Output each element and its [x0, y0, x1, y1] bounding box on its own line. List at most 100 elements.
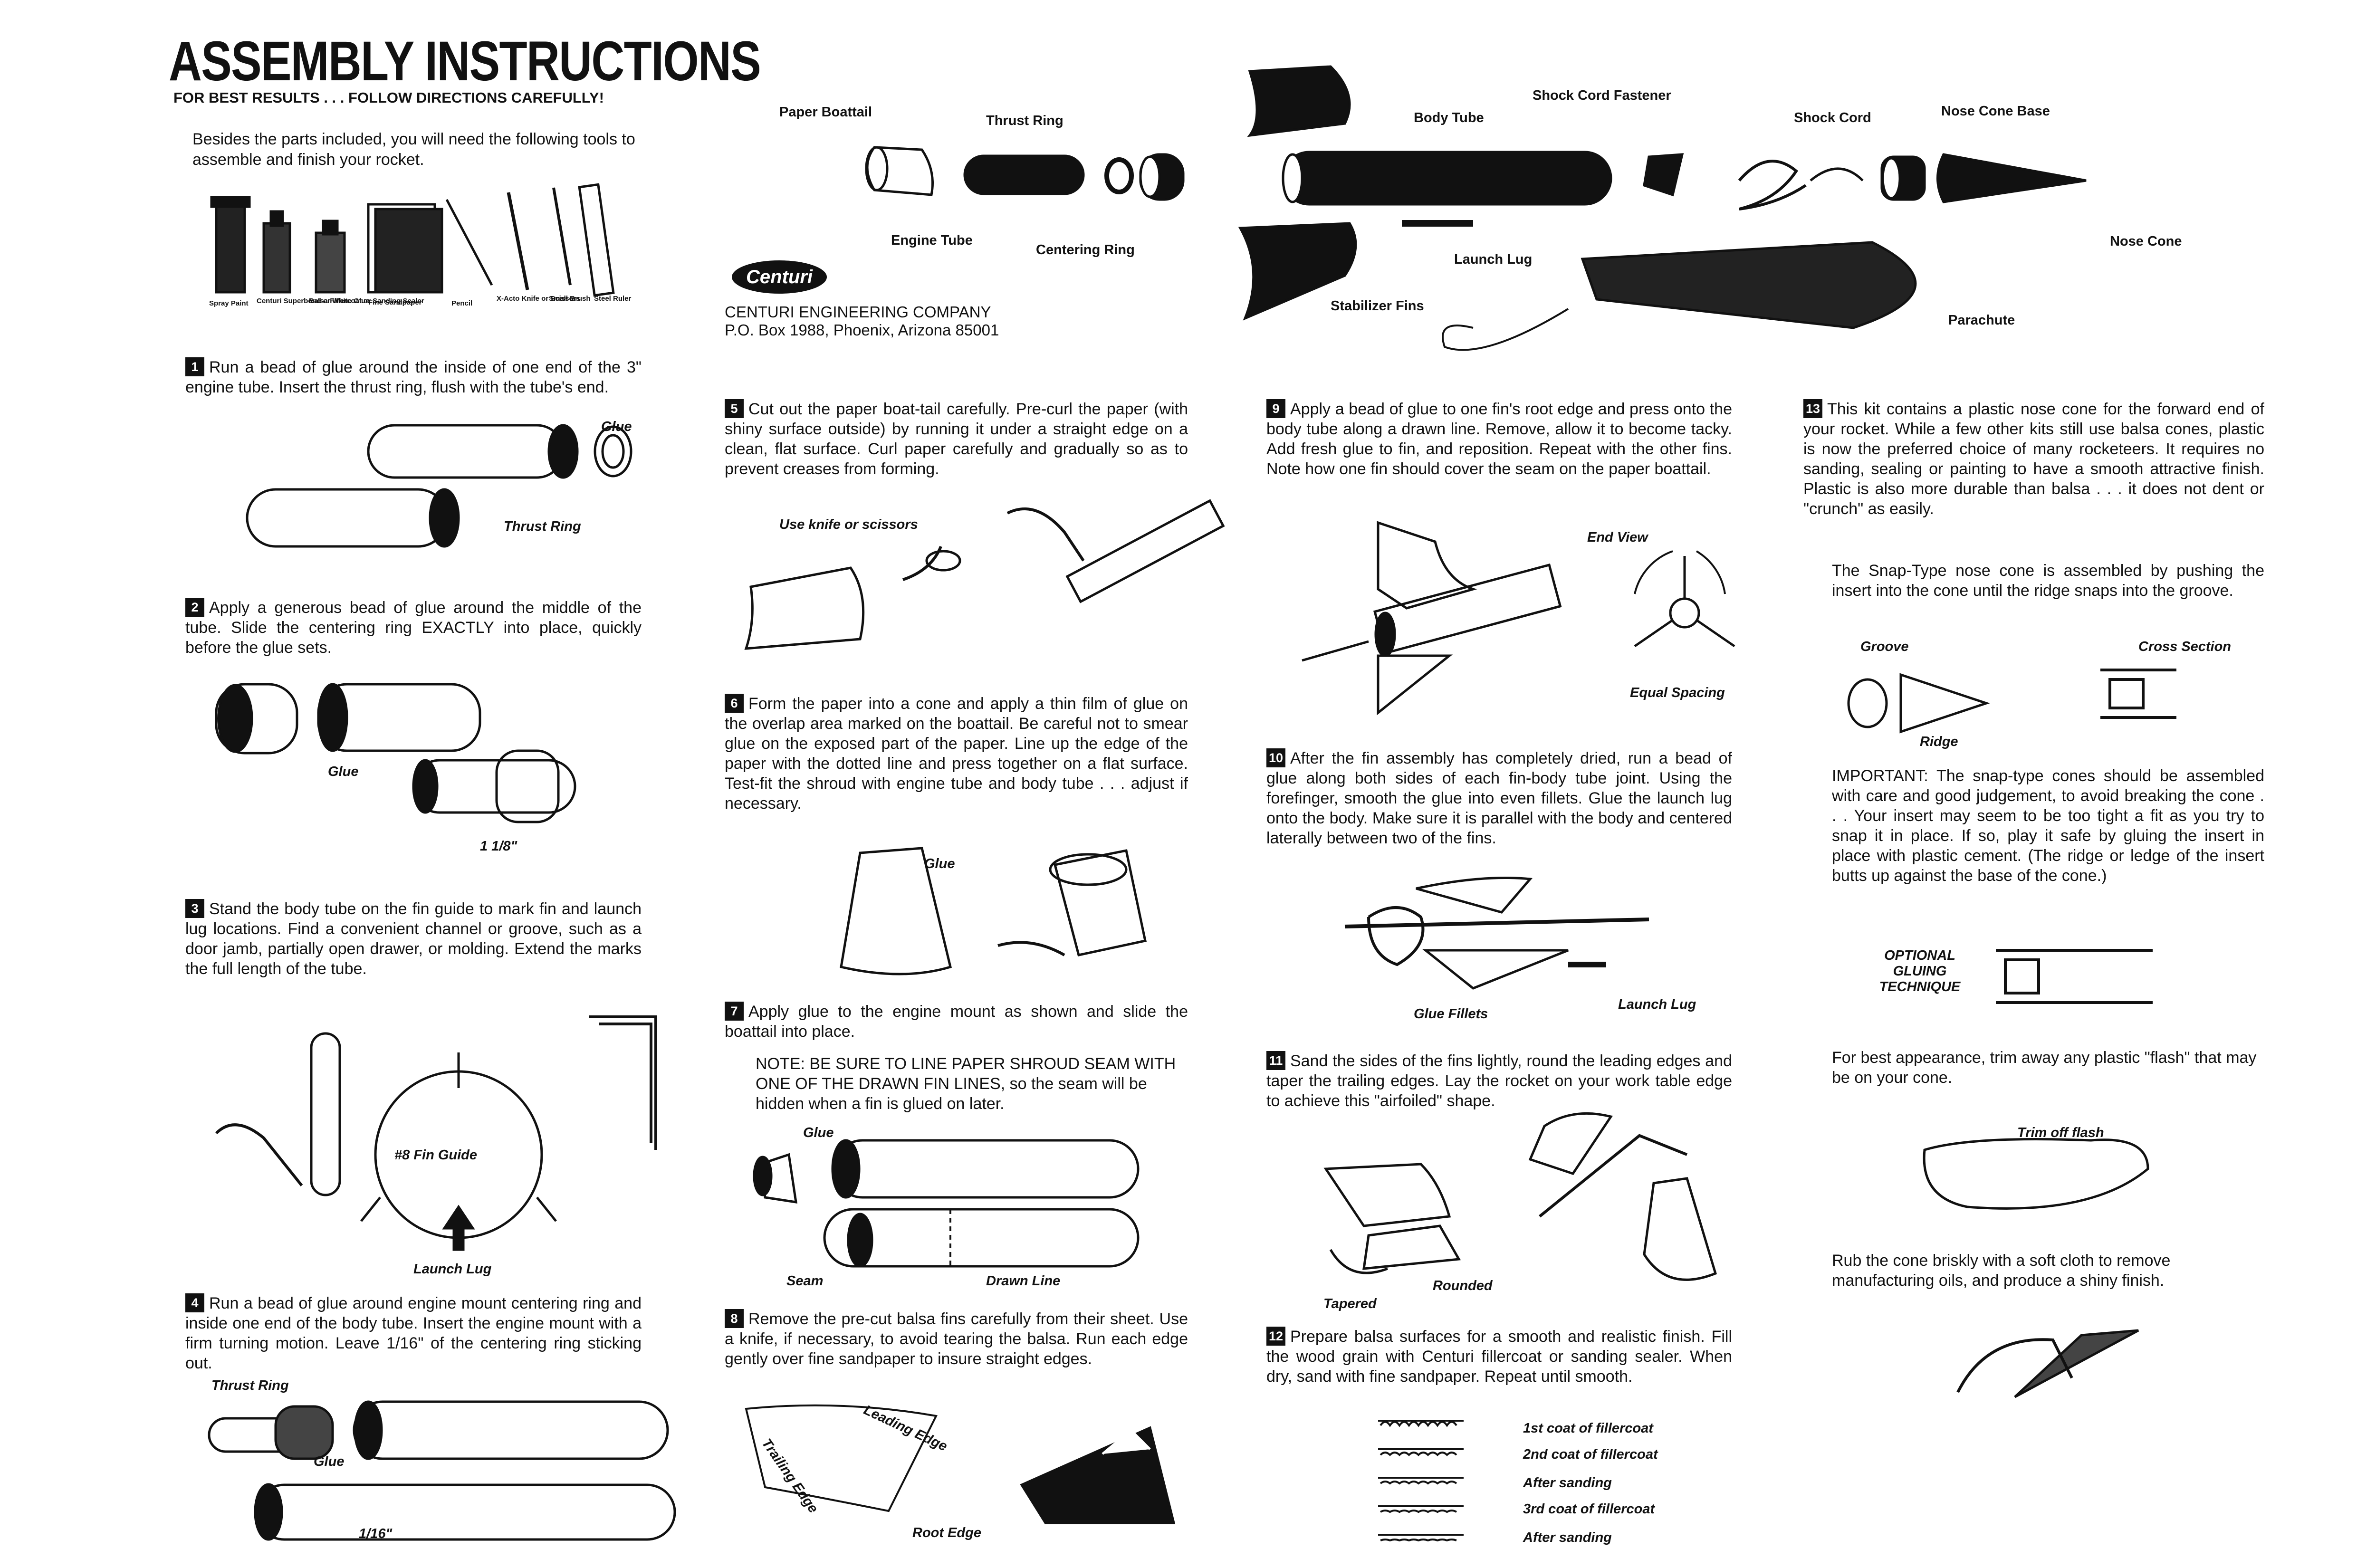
step-number: 5 — [725, 399, 744, 418]
part-stabilizer-fins: Stabilizer Fins — [1331, 298, 1424, 314]
label-launch-lug-10: Launch Lug — [1618, 997, 1696, 1012]
label-coat2: 2nd coat of fillercoat — [1523, 1447, 1658, 1462]
part-nose-cone: Nose Cone — [2110, 234, 2182, 249]
label-knife-scissors: Use knife or scissors — [779, 517, 918, 532]
step-number: 6 — [725, 694, 744, 713]
label-groove: Groove — [1860, 639, 1909, 654]
step-text: Remove the pre-cut balsa fins carefully … — [725, 1310, 1188, 1368]
part-parachute: Parachute — [1948, 313, 2015, 328]
step-text: Sand the sides of the fins lightly, roun… — [1266, 1052, 1732, 1110]
tool-ruler: Steel Ruler — [594, 295, 632, 303]
nose-cone-illustrations — [1847, 669, 2176, 1398]
label-glue-fillets: Glue Fillets — [1414, 1006, 1488, 1022]
step3-illustration — [215, 1015, 657, 1251]
tool-fillercoat: Balsa Fillercoat or Sanding Sealer — [309, 297, 424, 305]
step-text: Run a bead of glue around engine mount c… — [185, 1294, 642, 1372]
step-text: Form the paper into a cone and apply a t… — [725, 695, 1188, 813]
part-thrust-ring: Thrust Ring — [986, 113, 1063, 128]
step1-illustration — [246, 424, 632, 548]
label-thrust-ring-1: Thrust Ring — [504, 519, 581, 534]
tool-pencil: Pencil — [451, 299, 473, 307]
step-number: 8 — [725, 1309, 744, 1328]
company-address: P.O. Box 1988, Phoenix, Arizona 85001 — [725, 321, 999, 339]
snap-type-text: The Snap-Type nose cone is assembled by … — [1832, 562, 2264, 600]
step6-illustration — [840, 847, 1147, 975]
label-after-sanding-1: After sanding — [1523, 1475, 1612, 1491]
label-root-edge: Root Edge — [912, 1525, 981, 1540]
flash-text: For best appearance, trim away any plast… — [1832, 1049, 2257, 1087]
tool-spray-paint: Spray Paint — [209, 299, 249, 307]
step-text: Run a bead of glue around the inside of … — [185, 358, 642, 396]
step-7-note: NOTE: BE SURE TO LINE PAPER SHROUD SEAM … — [756, 1055, 1176, 1113]
step-number: 12 — [1266, 1327, 1285, 1346]
label-end-view: End View — [1587, 530, 1648, 545]
step-number: 1 — [185, 357, 204, 376]
label-glue-6: Glue — [924, 856, 955, 871]
tools-illustration — [210, 183, 615, 297]
step-text: After the fin assembly has completely dr… — [1266, 749, 1732, 847]
step-number: 13 — [1803, 399, 1822, 418]
tool-brush: Small Brush — [549, 295, 591, 303]
step-number: 7 — [725, 1002, 744, 1021]
label-1-16: 1/16" — [359, 1526, 393, 1541]
step-text: Prepare balsa surfaces for a smooth and … — [1266, 1328, 1732, 1386]
step-number: 10 — [1266, 748, 1285, 767]
centuri-logo: Centuri — [732, 260, 827, 294]
step5-illustration — [744, 499, 1225, 650]
part-centering-ring: Centering Ring — [1036, 242, 1135, 258]
tool-sandpaper: Fine Sandpaper — [368, 298, 422, 306]
step9-illustration — [1302, 521, 1735, 716]
intro-text: Besides the parts included, you will nee… — [192, 130, 635, 169]
step-text: Apply a bead of glue to one fin's root e… — [1266, 400, 1732, 478]
part-nose-cone-base: Nose Cone Base — [1941, 104, 2050, 119]
label-coat3: 3rd coat of fillercoat — [1523, 1501, 1655, 1517]
part-body-tube: Body Tube — [1414, 110, 1484, 125]
part-engine-tube: Engine Tube — [891, 233, 973, 248]
label-glue-7: Glue — [803, 1125, 834, 1140]
page-subtitle: FOR BEST RESULTS . . . FOLLOW DIRECTIONS… — [173, 89, 604, 106]
label-drawn-line: Drawn Line — [986, 1273, 1061, 1289]
step-number: 4 — [185, 1293, 204, 1312]
label-rounded: Rounded — [1433, 1278, 1493, 1293]
step2-illustration — [215, 683, 576, 823]
fillercoat-samples — [1378, 1420, 1464, 1542]
company-info: CENTURI ENGINEERING COMPANY P.O. Box 198… — [725, 303, 999, 339]
part-shock-cord: Shock Cord — [1794, 110, 1871, 125]
step-text: Stand the body tube on the fin guide to … — [185, 900, 642, 978]
label-after-sanding-2: After sanding — [1523, 1530, 1612, 1545]
step-number: 3 — [185, 899, 204, 918]
label-cross-section: Cross Section — [2138, 639, 2231, 654]
part-paper-boattail: Paper Boattail — [779, 105, 872, 120]
label-coat1: 1st coat of fillercoat — [1523, 1421, 1653, 1436]
step8-illustration — [745, 1404, 1176, 1524]
step-text: Apply glue to the engine mount as shown … — [725, 1003, 1188, 1041]
step7-illustration — [753, 1139, 1140, 1268]
step-number: 11 — [1266, 1051, 1285, 1070]
label-trim-flash: Trim off flash — [2017, 1125, 2104, 1140]
step-text: This kit contains a plastic nose cone fo… — [1803, 400, 2264, 518]
company-name: CENTURI ENGINEERING COMPANY — [725, 303, 991, 321]
step11-illustration — [1323, 1112, 1717, 1281]
tool-glue: Centuri Superbond or White Glue — [257, 297, 370, 305]
label-optional-gluing: OPTIONAL GLUING TECHNIQUE — [1879, 948, 1961, 994]
tool-knife: X-Acto Knife or Scissors — [497, 295, 580, 303]
step10-illustration — [1344, 877, 1649, 990]
rocket-parts-illustration — [865, 65, 2087, 351]
label-glue-2: Glue — [328, 764, 359, 779]
part-shock-cord-fastener: Shock Cord Fastener — [1533, 88, 1671, 103]
label-glue-1: Glue — [601, 419, 632, 434]
label-glue-4: Glue — [314, 1454, 345, 1469]
